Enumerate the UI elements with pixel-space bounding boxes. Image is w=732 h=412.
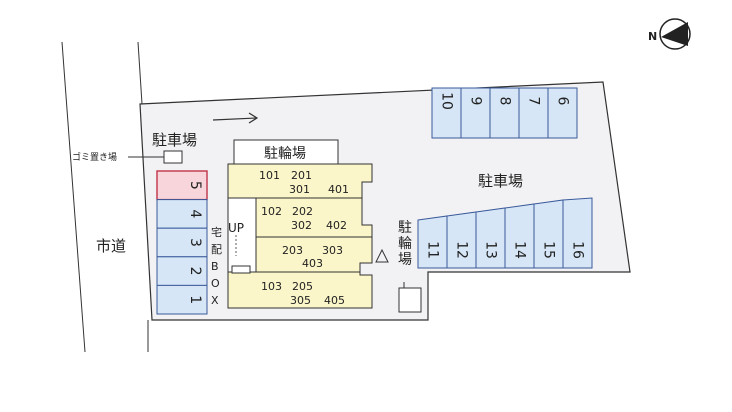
parking-slot-6: 6 — [547, 87, 578, 139]
entrance-arrow-icon — [212, 112, 259, 124]
delivery-box — [231, 265, 251, 274]
parking-slot-number: 6 — [555, 97, 571, 106]
parking-slots-left: 5 4 3 2 1 — [156, 170, 208, 315]
triangle-marker-icon — [375, 248, 389, 263]
parking-slot-number: 13 — [483, 241, 499, 259]
parking-slot-number: 12 — [454, 241, 470, 259]
parking-slot-number: 1 — [187, 295, 203, 304]
parking-slot-9: 9 — [460, 87, 491, 139]
parking-slot-2: 2 — [156, 256, 208, 286]
parking-slot-number: 3 — [187, 238, 203, 247]
unit-303: 303 — [322, 244, 343, 257]
compass-needle-icon — [661, 22, 688, 46]
building: UP 101 201 301 401 102 202 302 402 203 3… — [227, 163, 373, 309]
bicycle-parking-right-label: 駐輪場 — [398, 220, 412, 268]
unit-102: 102 — [261, 205, 282, 218]
parking-slot-4: 4 — [156, 199, 208, 229]
parking-slot-number: 16 — [570, 241, 586, 259]
stair-up-label: UP — [228, 221, 244, 235]
parking-slot-3: 3 — [156, 227, 208, 258]
parking-slot-number: 11 — [425, 241, 441, 259]
unit-305: 305 — [290, 294, 311, 307]
bicycle-parking-top — [233, 139, 339, 165]
bicycle-right-char: 輪 — [398, 235, 412, 252]
delivery-box-char: 宅 — [211, 225, 222, 239]
unit-301: 301 — [289, 183, 310, 196]
garbage-area — [163, 150, 183, 164]
parking-label-right: 駐車場 — [478, 172, 523, 190]
parking-slot-8: 8 — [489, 87, 520, 139]
delivery-box-char: 配 — [211, 243, 222, 256]
stairwell — [227, 197, 257, 273]
parking-slot-14: 14 — [504, 203, 535, 269]
unit-205: 205 — [292, 280, 313, 293]
bicycle-right-char: 駐 — [398, 220, 412, 236]
parking-slot-7: 7 — [518, 87, 549, 139]
street-label: 市道 — [96, 237, 126, 255]
delivery-box-char: B — [211, 260, 219, 273]
garbage-label: ゴミ置き場 — [72, 151, 117, 163]
parking-slot-16: 16 — [562, 197, 593, 269]
unit-401: 401 — [328, 183, 349, 196]
parking-slot-number: 9 — [468, 97, 484, 106]
unit-203: 203 — [282, 244, 303, 257]
delivery-box-char: O — [211, 277, 220, 290]
parking-slot-number: 10 — [439, 92, 455, 110]
parking-label-top: 駐車場 — [152, 131, 197, 149]
unit-103: 103 — [261, 280, 282, 293]
parking-slot-number: 5 — [187, 181, 203, 190]
parking-slot-number: 15 — [541, 241, 557, 259]
parking-slots-top-right: 10 9 8 7 6 — [431, 87, 578, 139]
unit-201: 201 — [291, 169, 312, 182]
street-line-right-upper — [137, 41, 143, 105]
parking-slot-number: 14 — [512, 241, 528, 259]
bicycle-parking-top-label: 駐輪場 — [264, 145, 306, 162]
parking-slot-13: 13 — [475, 207, 506, 269]
bicycle-right-char: 場 — [398, 252, 412, 268]
street-line-left — [61, 41, 86, 353]
compass-label: N — [648, 30, 657, 43]
unit-402: 402 — [326, 219, 347, 232]
unit-202: 202 — [292, 205, 313, 218]
unit-405: 405 — [324, 294, 345, 307]
parking-slot-number: 2 — [187, 267, 203, 276]
parking-slot-15: 15 — [533, 199, 564, 269]
compass: N — [648, 18, 691, 50]
parking-slot-number: 8 — [497, 97, 513, 106]
parking-slot-12: 12 — [446, 211, 477, 269]
parking-slot-5: 5 — [156, 170, 208, 201]
parking-slots-bottom-right: 11 12 13 14 15 16 — [417, 197, 593, 269]
parking-slot-number: 7 — [526, 97, 542, 106]
parking-slot-11: 11 — [417, 215, 448, 269]
parking-slot-10: 10 — [431, 87, 462, 139]
unit-302: 302 — [291, 219, 312, 232]
unit-101: 101 — [259, 169, 280, 182]
bicycle-parking-right — [398, 287, 422, 313]
unit-403: 403 — [302, 257, 323, 270]
delivery-box-char: X — [211, 294, 219, 307]
parking-slot-number: 4 — [187, 209, 203, 218]
parking-slot-1: 1 — [156, 284, 208, 315]
